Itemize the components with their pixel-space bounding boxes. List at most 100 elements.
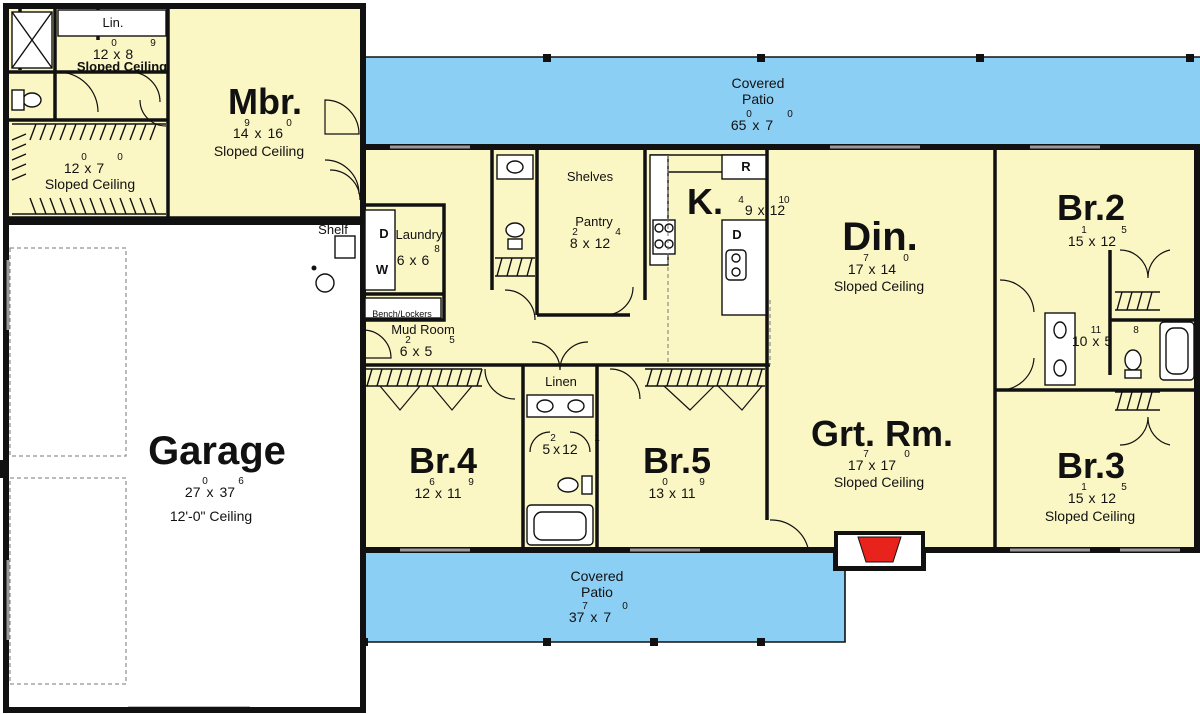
patio-front-name: Covered xyxy=(571,568,624,584)
patio-front-name2: Patio xyxy=(581,584,613,600)
master-bath-fixtures xyxy=(11,9,167,127)
garage-name: Garage xyxy=(148,429,286,473)
svg-text:4: 4 xyxy=(615,227,621,238)
lin-label: Lin. xyxy=(103,15,124,30)
kitchen-fixtures xyxy=(649,154,771,365)
linen-label: Linen xyxy=(545,374,577,389)
svg-text:9: 9 xyxy=(244,118,250,129)
patio-rear-name2: Patio xyxy=(742,91,774,107)
interior-doors xyxy=(329,169,1171,549)
svg-text:5: 5 xyxy=(449,335,455,346)
laundry-name: Laundry xyxy=(396,227,443,242)
br5-name: Br.5 xyxy=(643,440,711,481)
garage-bay-upper xyxy=(9,247,127,457)
master-wing-walls xyxy=(3,3,366,222)
svg-text:1: 1 xyxy=(594,433,600,444)
master-closet-ceiling: Sloped Ceiling xyxy=(45,176,135,192)
svg-text:0: 0 xyxy=(787,109,793,120)
dining-name: Din. xyxy=(842,215,918,259)
svg-text:2: 2 xyxy=(405,335,411,346)
svg-text:6: 6 xyxy=(429,477,435,488)
svg-text:0: 0 xyxy=(81,152,87,163)
svg-text:8: 8 xyxy=(434,244,440,255)
great-room-ceiling: Sloped Ceiling xyxy=(834,474,924,490)
svg-text:0: 0 xyxy=(111,38,117,49)
patio-front xyxy=(363,551,845,642)
shelf-label: Shelf xyxy=(318,222,348,237)
patio-rear xyxy=(363,57,1200,147)
svg-text:9: 9 xyxy=(150,38,156,49)
dining-ceiling: Sloped Ceiling xyxy=(834,278,924,294)
garage-walls xyxy=(3,219,366,713)
svg-text:2: 2 xyxy=(550,433,556,444)
svg-text:7: 7 xyxy=(863,253,869,264)
patio-rear-name: Covered xyxy=(732,75,785,91)
br3-name: Br.3 xyxy=(1057,445,1125,486)
shelves-label: Shelves xyxy=(567,169,614,184)
svg-text:7: 7 xyxy=(863,449,869,460)
dryer-label: D xyxy=(379,226,388,241)
master-wing-interior xyxy=(8,8,363,220)
svg-text:6x6: 6x6 xyxy=(397,252,430,268)
svg-text:0: 0 xyxy=(662,477,668,488)
svg-text:0: 0 xyxy=(746,109,752,120)
living-floor xyxy=(363,147,1195,548)
washer-label: W xyxy=(376,262,389,277)
bedroom-closet-rods xyxy=(365,257,1160,411)
bench-label: Bench/Lockers xyxy=(372,309,432,319)
master-bath-ceiling: Sloped Ceiling xyxy=(77,59,167,74)
svg-text:6x5: 6x5 xyxy=(400,343,433,359)
svg-text:5: 5 xyxy=(1121,482,1127,493)
svg-text:1: 1 xyxy=(1081,482,1087,493)
pantry-name: Pantry xyxy=(575,214,613,229)
br2-name: Br.2 xyxy=(1057,187,1125,228)
svg-text:9: 9 xyxy=(699,477,705,488)
master-doors xyxy=(324,99,360,195)
svg-text:2: 2 xyxy=(572,227,578,238)
svg-text:1: 1 xyxy=(1081,225,1087,236)
svg-text:7: 7 xyxy=(582,601,588,612)
svg-text:0: 0 xyxy=(903,253,909,264)
svg-text:5: 5 xyxy=(1121,225,1127,236)
great-room-name: Grt. Rm. xyxy=(811,413,953,454)
patio-front-edge xyxy=(363,568,846,643)
kitchen-name: K. xyxy=(687,181,723,222)
svg-text:0: 0 xyxy=(622,601,628,612)
mbr-ceiling: Sloped Ceiling xyxy=(214,143,304,159)
svg-text:6: 6 xyxy=(238,476,244,487)
svg-text:0: 0 xyxy=(202,476,208,487)
svg-text:10: 10 xyxy=(778,195,790,206)
garage-ceiling: 12'-0" Ceiling xyxy=(170,508,252,524)
br4-name: Br.4 xyxy=(409,440,477,481)
fireplace-icon xyxy=(857,536,902,563)
master-closet-rods xyxy=(11,123,166,215)
svg-text:0: 0 xyxy=(904,449,910,460)
br3-ceiling: Sloped Ceiling xyxy=(1045,508,1135,524)
